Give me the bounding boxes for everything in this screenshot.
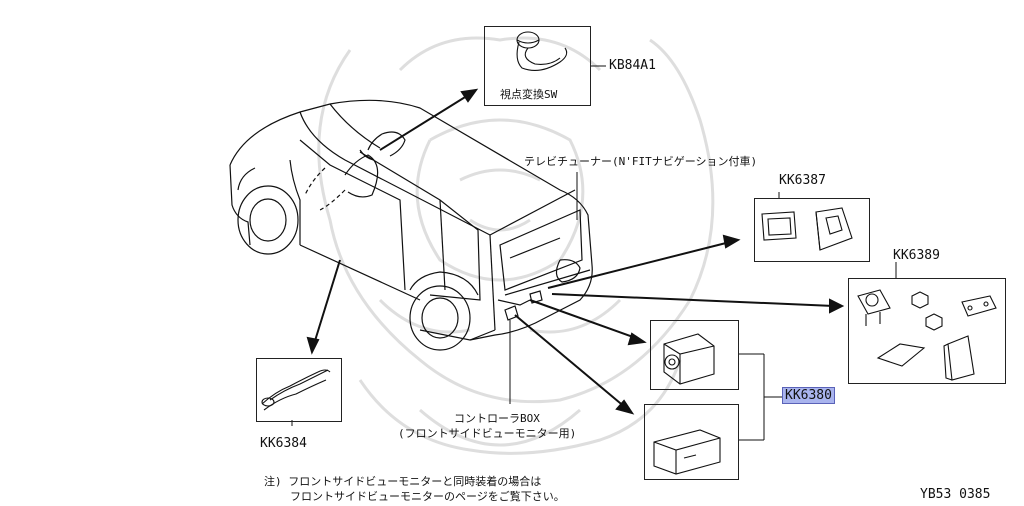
controller-box-subcaption: (フロントサイドビューモニター用) bbox=[398, 427, 577, 440]
vehicle-illustration bbox=[229, 99, 593, 351]
callout-lines bbox=[291, 65, 897, 441]
figure-id: YB53 0385 bbox=[920, 487, 991, 502]
switch-drawing bbox=[516, 31, 568, 71]
kk6387-part-box bbox=[754, 198, 870, 262]
control-unit-drawing bbox=[653, 429, 721, 475]
note-line-1: 注) フロントサイドビューモニターと同時装着の場合は bbox=[264, 475, 542, 488]
leader-arrows bbox=[306, 88, 845, 415]
kb84a1-part-code[interactable]: KB84A1 bbox=[609, 58, 656, 73]
controller-box-caption: コントローラBOX bbox=[454, 412, 540, 425]
kk6389-part-code[interactable]: KK6389 bbox=[893, 248, 940, 263]
harness-drawing bbox=[261, 369, 331, 411]
kk6384-part-box bbox=[256, 358, 342, 422]
tv-tuner-caption: テレビチューナー(N'FITナビゲーション付車) bbox=[524, 155, 758, 168]
camera-mount-drawing bbox=[761, 207, 853, 251]
note-line-2: フロントサイドビューモニターのページをご覧下さい。 bbox=[290, 490, 565, 503]
switch-part-box bbox=[484, 26, 591, 106]
kk6389-part-box bbox=[848, 278, 1006, 384]
camera-drawing bbox=[663, 333, 715, 385]
kk6380-part-code[interactable]: KK6380 bbox=[782, 387, 835, 404]
kk6387-part-code[interactable]: KK6387 bbox=[779, 173, 826, 188]
part-illustrations bbox=[261, 31, 997, 475]
kk6384-part-code[interactable]: KK6384 bbox=[260, 436, 307, 451]
kk6380-highlight[interactable]: KK6380 bbox=[782, 387, 835, 404]
control-unit-part-box bbox=[644, 404, 739, 480]
bracket-kit-drawing bbox=[857, 289, 997, 381]
camera-part-box bbox=[650, 320, 739, 390]
switch-caption: 視点変換SW bbox=[500, 88, 558, 101]
